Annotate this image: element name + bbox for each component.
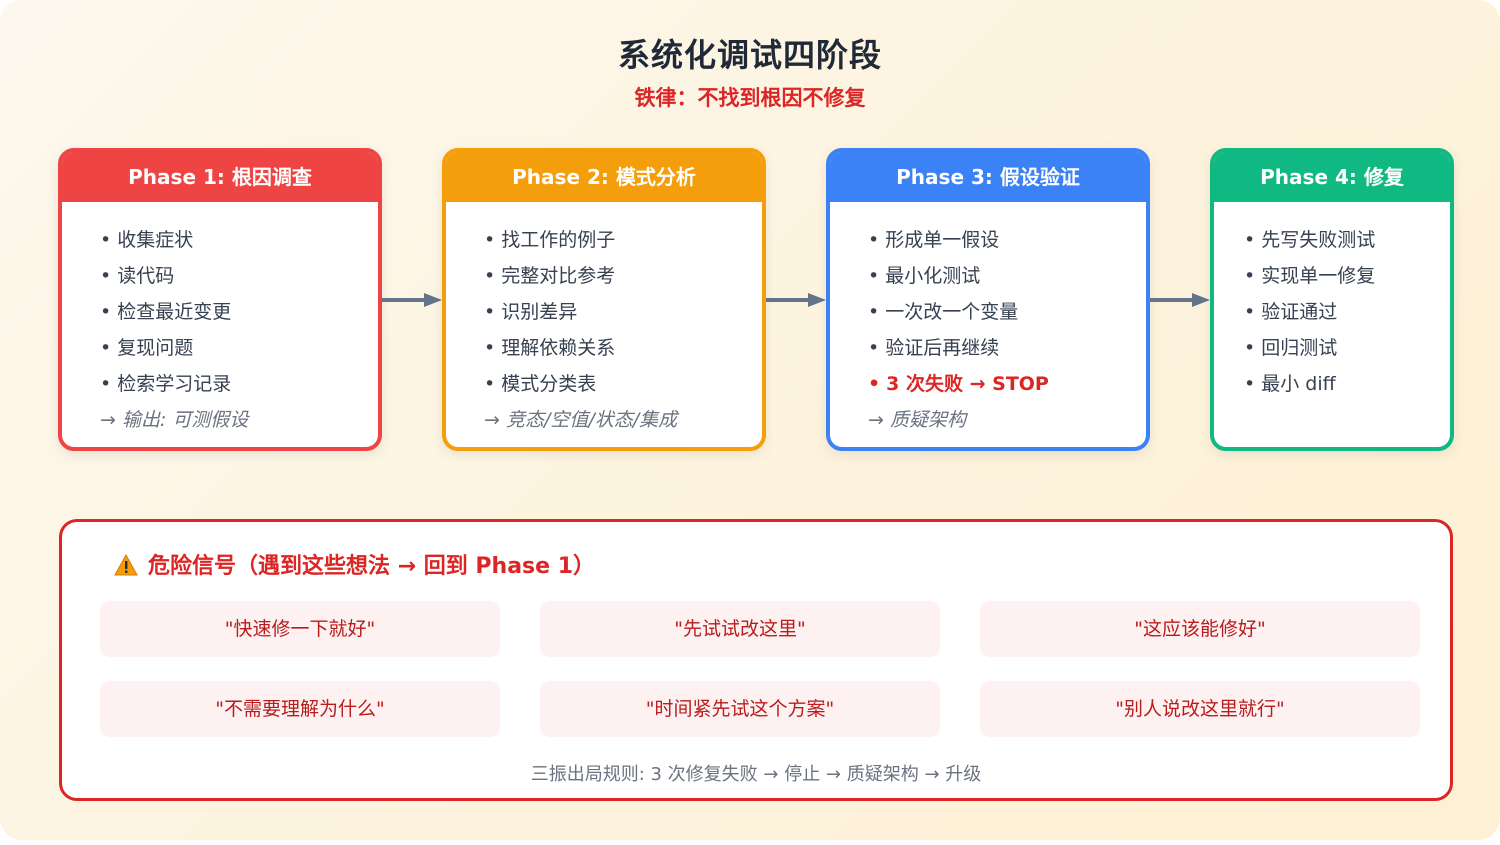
list-item: •检查最近变更: [100, 301, 232, 323]
arrow-right-icon: [766, 293, 826, 307]
arrow-right-icon: [382, 293, 442, 307]
phase-3-list: •形成单一假设 •最小化测试 •一次改一个变量 •验证后再继续 •3 次失败 →…: [830, 202, 1146, 438]
danger-quote: "时间紧先试这个方案": [540, 681, 940, 737]
phase-1-header: Phase 1: 根因调查: [62, 152, 378, 202]
list-item: •形成单一假设: [868, 229, 1000, 251]
bullet-icon: •: [484, 229, 496, 251]
phase-4-header: Phase 4: 修复: [1214, 152, 1450, 202]
list-item: •先写失败测试: [1244, 229, 1376, 251]
list-item: •实现单一修复: [1244, 265, 1376, 287]
bullet-icon: •: [1244, 265, 1256, 287]
list-item: •验证后再继续: [868, 337, 1000, 359]
list-item: •检索学习记录: [100, 373, 232, 395]
bullet-icon: •: [484, 301, 496, 323]
bullet-icon: •: [100, 337, 112, 359]
bullet-icon: •: [100, 229, 112, 251]
arrow-right-icon: [1150, 293, 1210, 307]
list-item: •最小化测试: [868, 265, 981, 287]
bullet-icon: •: [100, 373, 112, 395]
danger-quote: "这应该能修好": [980, 601, 1420, 657]
phase-3-card: Phase 3: 假设验证 •形成单一假设 •最小化测试 •一次改一个变量 •验…: [826, 148, 1150, 451]
page-subtitle: 铁律：不找到根因不修复: [634, 86, 866, 110]
phase-2-list: •找工作的例子 •完整对比参考 •识别差异 •理解依赖关系 •模式分类表 → 竞…: [446, 202, 762, 438]
bullet-icon: •: [868, 373, 881, 395]
bullet-icon: •: [484, 265, 496, 287]
strike-rule-footer: 三振出局规则: 3 次修复失败 → 停止 → 质疑架构 → 升级: [530, 764, 982, 785]
danger-quote: "快速修一下就好": [100, 601, 500, 657]
phase-2-header: Phase 2: 模式分析: [446, 152, 762, 202]
list-item: •一次改一个变量: [868, 301, 1019, 323]
page-title: 系统化调试四阶段: [617, 36, 882, 74]
list-item: •收集症状: [100, 229, 194, 251]
bullet-icon: •: [100, 301, 112, 323]
bullet-icon: •: [1244, 301, 1256, 323]
bullet-icon: •: [100, 265, 112, 287]
warning-icon: [114, 554, 138, 576]
danger-quote: "不需要理解为什么": [100, 681, 500, 737]
list-item: •回归测试: [1244, 337, 1338, 359]
phase-2-card: Phase 2: 模式分析 •找工作的例子 •完整对比参考 •识别差异 •理解依…: [442, 148, 766, 451]
bullet-icon: •: [484, 337, 496, 359]
list-item: •验证通过: [1244, 301, 1338, 323]
list-item: •完整对比参考: [484, 265, 616, 287]
list-item: •识别差异: [484, 301, 578, 323]
phase-3-warning: •3 次失败 → STOP: [868, 373, 1049, 395]
list-item: •模式分类表: [484, 373, 597, 395]
phase-3-output: → 质疑架构: [868, 409, 966, 431]
danger-title: 危险信号（遇到这些想法 → 回到 Phase 1）: [114, 548, 595, 580]
phase-3-header: Phase 3: 假设验证: [830, 152, 1146, 202]
phase-4-card: Phase 4: 修复 •先写失败测试 •实现单一修复 •验证通过 •回归测试 …: [1210, 148, 1454, 451]
danger-quote: "别人说改这里就行": [980, 681, 1420, 737]
phase-2-output: → 竞态/空值/状态/集成: [484, 409, 678, 431]
bullet-icon: •: [1244, 373, 1256, 395]
phase-1-list: •收集症状 •读代码 •检查最近变更 •复现问题 •检索学习记录 → 输出: 可…: [62, 202, 378, 438]
list-item: •理解依赖关系: [484, 337, 616, 359]
danger-quote: "先试试改这里": [540, 601, 940, 657]
bullet-icon: •: [868, 337, 880, 359]
bullet-icon: •: [868, 301, 880, 323]
bullet-icon: •: [868, 229, 880, 251]
list-item: •读代码: [100, 265, 175, 287]
danger-signals-panel: 危险信号（遇到这些想法 → 回到 Phase 1） "快速修一下就好" "先试试…: [59, 519, 1453, 801]
bullet-icon: •: [484, 373, 496, 395]
bullet-icon: •: [868, 265, 880, 287]
list-item: •最小 diff: [1244, 373, 1336, 395]
bullet-icon: •: [1244, 337, 1256, 359]
phase-1-output: → 输出: 可测假设: [100, 409, 249, 431]
phase-1-card: Phase 1: 根因调查 •收集症状 •读代码 •检查最近变更 •复现问题 •…: [58, 148, 382, 451]
bullet-icon: •: [1244, 229, 1256, 251]
list-item: •找工作的例子: [484, 229, 616, 251]
list-item: •复现问题: [100, 337, 194, 359]
phase-4-list: •先写失败测试 •实现单一修复 •验证通过 •回归测试 •最小 diff: [1214, 202, 1450, 402]
